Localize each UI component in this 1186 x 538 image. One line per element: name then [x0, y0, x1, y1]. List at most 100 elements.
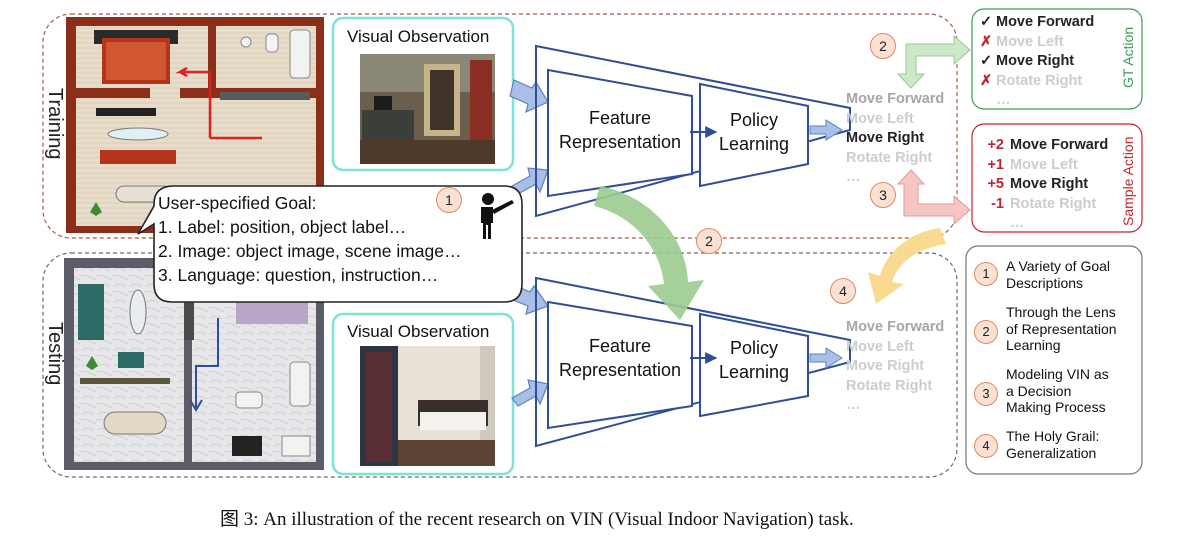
feature-line1: Feature: [588, 108, 652, 128]
badge-goal: 1: [436, 187, 462, 213]
feature-label-top: Feature Representation: [548, 106, 692, 154]
legend-line: a Decision: [1006, 382, 1072, 399]
action-item: Move Left: [846, 338, 914, 355]
reward-value: +5: [987, 176, 1004, 192]
gt-action-box: [971, 8, 1143, 110]
badge-gt: 2: [870, 33, 896, 59]
gt-action-label: …: [996, 92, 1011, 108]
reward-value: +2: [987, 137, 1004, 153]
sample-action-box: [971, 123, 1143, 233]
gt-action-row: ✓Move Right: [980, 52, 1094, 72]
gt-action-label: Move Right: [996, 53, 1075, 69]
action-list-top: Move Forward Move Left Move Right Rotate…: [846, 90, 944, 188]
action-item: …: [846, 169, 861, 185]
policy-label-bottom: Policy Learning: [700, 336, 808, 384]
legend-line: Descriptions: [1006, 274, 1084, 291]
action-item: Move Forward: [846, 319, 945, 335]
policy-output-arrow-bottom: [809, 347, 843, 369]
action-item: Rotate Right: [846, 149, 933, 166]
goal-item: 2. Image: object image, scene image…: [158, 241, 462, 261]
testing-label: Testing: [44, 322, 66, 386]
gt-action-row: ✓Move Forward: [980, 13, 1094, 33]
legend-line: Through the Lens: [1006, 304, 1116, 320]
feature-label-bottom: Feature Representation: [548, 334, 692, 382]
reward-value: +1: [987, 156, 1004, 173]
policy-box-bottom: [699, 312, 809, 418]
figure-caption: 图 3: An illustration of the recent resea…: [220, 509, 854, 530]
goal-to-network-arrow-top: [511, 167, 549, 195]
goal-item: 1. Label: position, object label…: [158, 217, 407, 237]
reward-value: -1: [991, 195, 1004, 212]
gt-action-row: ✗Move Left: [980, 33, 1094, 53]
legend-line: A Variety of Goal: [1006, 258, 1111, 274]
sample-action-title: Sample Action: [1120, 136, 1136, 227]
policy-line1: Policy: [729, 338, 778, 358]
user-pointing-icon: [481, 193, 514, 239]
observation-image-bottom: [360, 346, 495, 466]
observation-image-top: [360, 54, 495, 164]
action-list-bottom: Move Forward Move Left Move Right Rotate…: [846, 318, 944, 416]
obs-to-network-arrow-top: [509, 79, 549, 114]
gt-action-row: …: [980, 91, 1094, 111]
legend-line: The Holy Grail:: [1006, 428, 1100, 444]
policy-box-top: [699, 82, 809, 188]
action-item: …: [846, 397, 861, 413]
legend-number: 4: [974, 434, 998, 458]
feature-box-top: [547, 68, 693, 198]
gt-action-label: Rotate Right: [996, 72, 1083, 89]
sample-action-label: …: [1010, 215, 1025, 231]
legend-number: 3: [974, 382, 998, 406]
sample-action-label: Move Forward: [1010, 137, 1109, 153]
representation-transfer-arrow: [594, 186, 704, 320]
generalization-arrow: [868, 228, 946, 304]
goal-callout-shape: [137, 185, 523, 303]
sample-action-row: -1 Rotate Right: [974, 195, 1108, 215]
legend-list: 1 A Variety of Goal Descriptions 2 Throu…: [972, 256, 1138, 472]
sample-feedback-arrow: [896, 169, 971, 226]
cross-icon: ✗: [980, 72, 993, 89]
legend-line: of Representation: [1006, 320, 1117, 337]
sample-action-label: Rotate Right: [1010, 195, 1097, 212]
badge-sample: 3: [870, 182, 896, 208]
badge-generalize: 4: [830, 278, 856, 304]
check-icon: ✓: [980, 53, 993, 69]
cross-icon: ✗: [980, 33, 993, 50]
goal-callout-text: User-specified Goal: 1. Label: position,…: [158, 191, 462, 287]
check-icon: ✓: [980, 14, 993, 30]
obs-to-network-arrow-bottom: [511, 379, 549, 407]
legend-line: Generalization: [1006, 444, 1097, 461]
gt-action-list: ✓Move Forward ✗Move Left ✓Move Right ✗Ro…: [980, 13, 1094, 111]
legend-line: Learning: [1006, 337, 1061, 353]
gt-action-label: Move Forward: [996, 14, 1095, 30]
feature-line2: Representation: [558, 360, 682, 380]
gt-action-title: GT Action: [1120, 26, 1136, 88]
action-item: Move Right: [846, 358, 925, 374]
action-item: Move Right: [846, 130, 925, 146]
feature-box-bottom: [547, 300, 693, 430]
sample-action-row: +2 Move Forward: [974, 136, 1108, 156]
action-item: Move Left: [846, 110, 914, 127]
legend-item: 4 The Holy Grail: Generalization: [972, 428, 1138, 472]
policy-line1: Policy: [729, 110, 778, 130]
policy-label-top: Policy Learning: [700, 108, 808, 156]
goal-item: 3. Language: question, instruction…: [158, 265, 439, 285]
action-item: Rotate Right: [846, 377, 933, 394]
gt-action-row: ✗Rotate Right: [980, 72, 1094, 92]
badge-flow: 2: [696, 228, 722, 254]
network-bottom: [535, 276, 851, 448]
action-item: Move Forward: [846, 91, 945, 107]
gt-feedback-arrow: [896, 34, 971, 89]
legend-line: Making Process: [1006, 399, 1106, 415]
legend-box: [965, 245, 1143, 475]
policy-line2: Learning: [718, 362, 790, 382]
gt-action-label: Move Left: [996, 33, 1064, 50]
goal-title: User-specified Goal:: [158, 193, 317, 213]
feature-line2: Representation: [558, 132, 682, 152]
sample-action-label: Move Left: [1010, 156, 1078, 173]
legend-item: 2 Through the Lens of Representation Lea…: [972, 304, 1138, 366]
policy-output-arrow-top: [809, 119, 843, 141]
